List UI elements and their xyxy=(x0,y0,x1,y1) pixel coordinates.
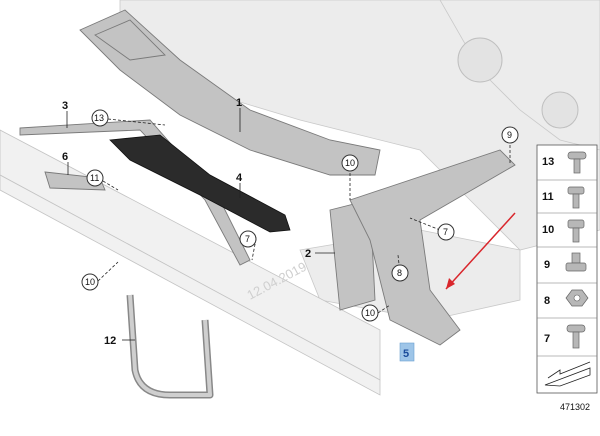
part-5-side-bracket xyxy=(349,149,516,346)
part-12-loop-bracket xyxy=(126,294,214,399)
nut-8-icon xyxy=(565,289,589,307)
svg-text:13: 13 xyxy=(94,113,104,123)
callout-10-bottom: 10 xyxy=(361,304,379,322)
label-part-1: 1 xyxy=(236,97,242,109)
part-1-upper-crossmember xyxy=(79,9,381,176)
legend-item-9: 9 xyxy=(544,259,550,271)
svg-text:9: 9 xyxy=(507,130,512,140)
cut-arrow-icon xyxy=(544,361,591,387)
svg-text:10: 10 xyxy=(85,277,95,287)
screw-13-icon xyxy=(567,151,587,174)
svg-text:7: 7 xyxy=(443,227,448,237)
label-part-3: 3 xyxy=(62,100,68,112)
screw-7-icon xyxy=(566,324,586,349)
svg-text:8: 8 xyxy=(397,268,402,278)
legend-item-8: 8 xyxy=(544,295,550,307)
callout-10-left: 10 xyxy=(81,273,99,291)
callout-11: 11 xyxy=(86,169,104,187)
legend-item-13: 13 xyxy=(542,156,554,168)
svg-text:10: 10 xyxy=(345,158,355,168)
label-part-2: 2 xyxy=(305,248,311,260)
callout-8: 8 xyxy=(391,264,409,282)
legend-item-11: 11 xyxy=(542,191,554,203)
svg-text:5: 5 xyxy=(403,348,409,360)
label-part-5-highlight: 5 xyxy=(399,342,415,362)
callout-10-top: 10 xyxy=(341,154,359,172)
label-part-4: 4 xyxy=(236,172,243,184)
bumper-carrier xyxy=(0,129,381,396)
callout-13: 13 xyxy=(91,109,109,127)
svg-text:10: 10 xyxy=(365,308,375,318)
label-part-12: 12 xyxy=(104,335,116,347)
part-4-carrier xyxy=(109,134,291,233)
legend-item-10: 10 xyxy=(542,224,554,236)
part-6-bracket xyxy=(44,171,106,191)
screw-11-icon xyxy=(567,186,585,209)
callout-9: 9 xyxy=(501,126,519,144)
fastener-legend: 13 11 10 9 8 7 xyxy=(536,144,598,394)
red-arrow-icon xyxy=(445,212,516,290)
svg-text:11: 11 xyxy=(90,173,99,183)
label-part-6: 6 xyxy=(62,151,68,163)
diagram-id: 471302 xyxy=(559,402,590,412)
callout-7-right: 7 xyxy=(437,223,455,241)
svg-text:7: 7 xyxy=(245,234,250,244)
legend-item-7: 7 xyxy=(544,333,550,345)
callout-7-center: 7 xyxy=(239,230,257,248)
vehicle-body-background xyxy=(119,0,600,321)
screw-10-icon xyxy=(567,219,585,243)
nut-9-icon xyxy=(565,252,587,272)
